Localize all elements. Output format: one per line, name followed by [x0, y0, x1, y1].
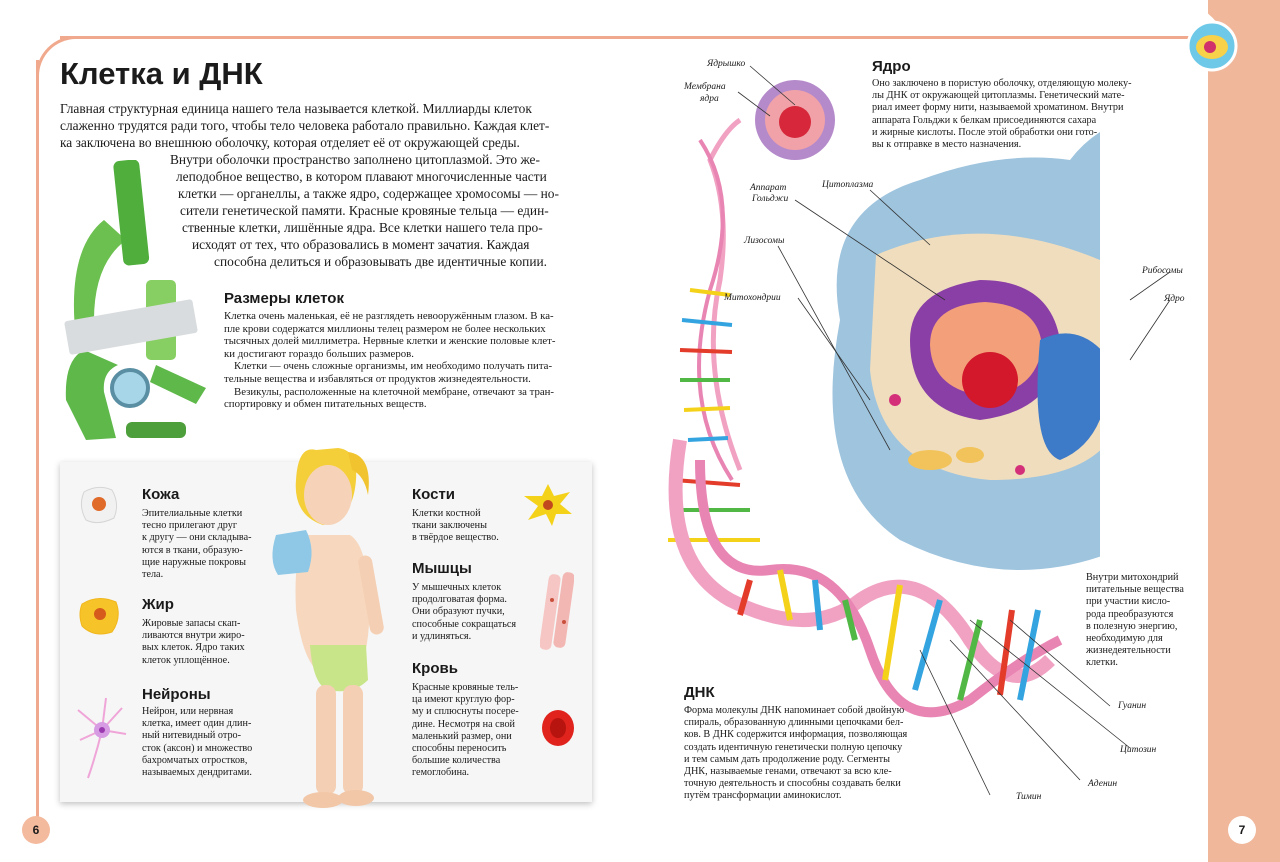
intro-paragraph: Главная структурная единица нашего тела …: [60, 101, 559, 269]
neurons-heading: Нейроны: [142, 686, 211, 703]
label-golgi-2: Гольджи: [752, 194, 789, 204]
callout-lines: [737, 65, 1171, 796]
right-page-band: [1208, 0, 1280, 862]
label-thymine: Тимин: [1016, 792, 1042, 802]
fat-cell-icon: [79, 598, 119, 635]
sizes-text: Клетка очень маленькая, её не разглядеть…: [224, 310, 556, 411]
muscles-heading: Мышцы: [412, 560, 472, 577]
label-lysosomes: Лизосомы: [744, 236, 785, 246]
bones-heading: Кости: [412, 486, 456, 503]
neuron-icon: [77, 697, 127, 779]
sizes-heading: Размеры клеток: [224, 290, 344, 307]
label-golgi-1: Аппарат: [750, 183, 787, 193]
label-membrane-1: Мембрана: [684, 82, 726, 92]
label-nucleolus: Ядрышко: [707, 59, 746, 69]
frame-top-line: [60, 36, 1210, 39]
dna-text: Форма молекулы ДНК напоминает собой двой…: [684, 705, 908, 802]
fat-text: Жировые запасы скап-ливаются внутри жиро…: [142, 618, 245, 666]
label-cytosine: Цитозин: [1120, 745, 1157, 755]
page-number-left: 6: [22, 816, 50, 844]
muscle-cell-icon: [540, 572, 574, 650]
blood-cell-icon: [542, 710, 574, 746]
label-adenine: Аденин: [1088, 779, 1118, 789]
blood-text: Красные кровяные тель-ца имеют круглую ф…: [412, 682, 519, 779]
fat-heading: Жир: [142, 596, 174, 613]
label-cytoplasm: Цитоплазма: [822, 180, 874, 190]
frame-left-line: [36, 60, 39, 840]
page-title: Клетка и ДНК: [60, 56, 263, 91]
microscope-illustration: [64, 160, 206, 440]
dna-cell-illustration: [668, 80, 1100, 718]
cell-section-icon: [1186, 20, 1238, 72]
child-illustration: [272, 448, 384, 808]
nucleus-text: Оно заключено в пористую оболочку, отдел…: [872, 78, 1132, 151]
skin-heading: Кожа: [142, 486, 180, 503]
label-guanine: Гуанин: [1118, 701, 1147, 711]
page-number-right: 7: [1228, 816, 1256, 844]
label-nucleus: Ядро: [1164, 294, 1185, 304]
label-mitochondria: Митохондрии: [724, 293, 781, 303]
nucleus-heading: Ядро: [872, 58, 911, 75]
dna-heading: ДНК: [684, 684, 715, 701]
label-ribosomes: Рибосомы: [1142, 266, 1183, 276]
skin-cell-icon: [80, 486, 118, 524]
label-membrane-2: ядра: [700, 94, 719, 104]
bone-cell-icon: [524, 484, 572, 526]
blood-heading: Кровь: [412, 660, 458, 677]
